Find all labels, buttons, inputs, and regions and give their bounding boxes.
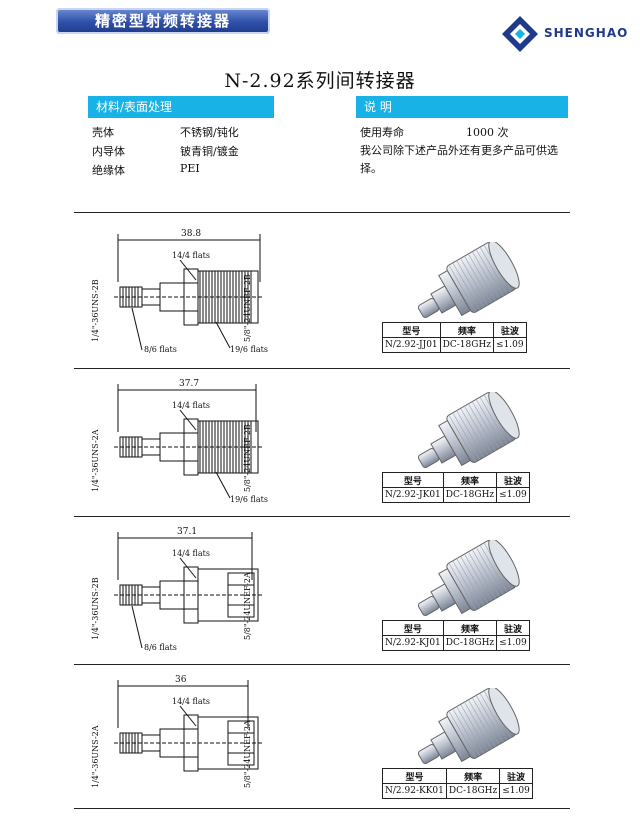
spec-cell-vswr: ≤1.09 xyxy=(493,337,527,353)
spec-cell-model: N/2.92-KJ01 xyxy=(382,635,444,651)
spec-header-model: 型号 xyxy=(382,472,444,488)
spec-cell-freq: DC-18GHz xyxy=(439,337,495,353)
spec-cell-model: N/2.92-JK01 xyxy=(382,487,444,503)
dimension-length: 37.1 xyxy=(177,527,197,537)
brand-name: SHENGHAO xyxy=(544,26,629,40)
dimension-length: 38.8 xyxy=(181,229,201,239)
spec-header-model: 型号 xyxy=(382,322,441,338)
header-banner: 精密型射频转接器 xyxy=(56,8,270,34)
connector-drawing: 38.8 1/4"-36UNS-2B 5/8"-24UNEF-2B 14/4 flat… xyxy=(91,229,268,354)
divider xyxy=(74,808,570,809)
page-title: N-2.92系列间转接器 xyxy=(224,70,416,92)
spec-cell-vswr: ≤1.09 xyxy=(496,635,530,651)
connector-drawing: 37.7 1/4"-36UNS-2A 5/8"-24UNEF-2B 14/4 flat… xyxy=(91,379,268,504)
flats-label: 14/4 flats xyxy=(172,549,210,558)
flats-label: 14/4 flats xyxy=(172,401,210,410)
notes-text: 我公司除下述产品外还有更多产品可供选 xyxy=(360,144,558,157)
dimension-length: 37.7 xyxy=(179,379,199,389)
spec-header-freq: 频率 xyxy=(442,620,498,636)
material-key: 壳体 xyxy=(92,126,114,139)
spec-header-model: 型号 xyxy=(382,620,444,636)
dimension-length: 36 xyxy=(175,675,187,685)
thread-right: 5/8"-24UNEF-2A xyxy=(243,720,252,788)
material-value: 不锈钢/钝化 xyxy=(180,126,239,139)
spec-header-vswr: 驻波 xyxy=(496,472,530,488)
thread-right: 5/8"-24UNEF-2A xyxy=(243,572,252,640)
material-value: 铍青铜/镀金 xyxy=(180,145,239,158)
flats-label: 8/6 flats xyxy=(144,345,177,354)
materials-heading: 材料/表面处理 xyxy=(88,96,274,118)
brand-logo-icon xyxy=(502,16,538,52)
thread-right: 5/8"-24UNEF-2B xyxy=(243,274,252,342)
divider xyxy=(74,516,570,517)
spec-cell-freq: DC-18GHz xyxy=(445,783,501,799)
thread-left: 1/4"-36UNS-2A xyxy=(91,429,100,492)
flats-label: 19/6 flats xyxy=(230,495,268,504)
spec-header-vswr: 驻波 xyxy=(499,768,533,784)
flats-label: 14/4 flats xyxy=(172,697,210,706)
life-label: 使用寿命 xyxy=(360,126,404,139)
material-key: 绝缘体 xyxy=(92,164,125,177)
spec-header-freq: 频率 xyxy=(445,768,501,784)
life-value: 1000 次 xyxy=(466,126,509,139)
flats-label: 8/6 flats xyxy=(144,643,177,652)
divider xyxy=(74,368,570,369)
divider xyxy=(74,212,570,213)
flats-label: 19/6 flats xyxy=(230,345,268,354)
spec-header-vswr: 驻波 xyxy=(493,322,527,338)
spec-cell-model: N/2.92-JJ01 xyxy=(382,337,441,353)
product-photo xyxy=(417,242,520,318)
spec-cell-vswr: ≤1.09 xyxy=(499,783,533,799)
material-key: 内导体 xyxy=(92,145,125,158)
product-photo xyxy=(417,392,520,468)
spec-header-freq: 频率 xyxy=(439,322,495,338)
spec-cell-freq: DC-18GHz xyxy=(442,487,498,503)
spec-header-vswr: 驻波 xyxy=(496,620,530,636)
spec-header-freq: 频率 xyxy=(442,472,498,488)
notes-heading: 说 明 xyxy=(356,96,568,118)
spec-cell-vswr: ≤1.09 xyxy=(496,487,530,503)
material-value: PEI xyxy=(180,162,200,175)
spec-cell-freq: DC-18GHz xyxy=(442,635,498,651)
thread-left: 1/4"-36UNS-2A xyxy=(91,725,100,788)
spec-header-model: 型号 xyxy=(382,768,447,784)
flats-label: 14/4 flats xyxy=(172,251,210,260)
thread-left: 1/4"-36UNS-2B xyxy=(91,279,100,342)
product-photo xyxy=(417,688,520,764)
thread-left: 1/4"-36UNS-2B xyxy=(91,577,100,640)
product-photo xyxy=(417,540,520,616)
connector-drawing: 37.1 1/4"-36UNS-2B 5/8"-24UNEF-2A 14/4 flat… xyxy=(91,527,264,652)
banner-title: 精密型射频转接器 xyxy=(94,12,231,30)
divider xyxy=(74,664,570,665)
notes-text: 择。 xyxy=(360,162,382,175)
spec-cell-model: N/2.92-KK01 xyxy=(382,783,447,799)
connector-drawing: 36 1/4"-36UNS-2A 5/8"-24UNEF-2A 14/4 flats xyxy=(91,675,264,788)
thread-right: 5/8"-24UNEF-2B xyxy=(243,424,252,492)
